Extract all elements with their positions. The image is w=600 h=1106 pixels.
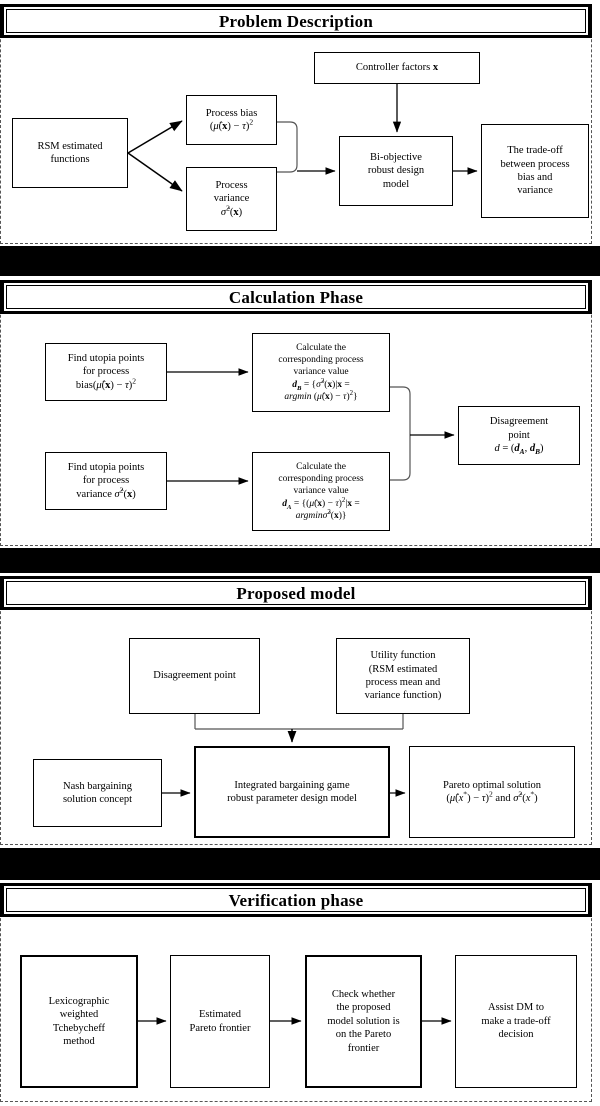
node-estimated-pareto-frontier[interactable]: Estimated Pareto frontier <box>170 955 270 1088</box>
node-formula-utopia-variance: variance σ̂2(x) <box>76 485 136 500</box>
section-title-bar-proposed-model: Proposed model <box>0 576 592 610</box>
section-title-verification-phase: Verification phase <box>228 890 364 910</box>
node-bi-objective-robust-design-model[interactable]: Bi-objective robust design model <box>339 136 453 206</box>
node-line: corresponding process <box>278 474 364 485</box>
node-line: Utility function <box>370 650 436 662</box>
node-line: for process <box>82 475 130 487</box>
node-formula-disagreement: d = (dA, dB) <box>494 443 544 457</box>
section-title-problem-description: Problem Description <box>218 11 374 31</box>
section-separator-band <box>0 246 600 276</box>
node-disagreement-point-calc[interactable]: Disagreement point d = (dA, dB) <box>458 406 580 465</box>
node-line: variance value <box>293 486 349 497</box>
node-line-controller: Controller factors x <box>355 62 439 74</box>
node-line: Estimated <box>199 1009 241 1021</box>
node-formula-da-2: argminσ̂2(x)} <box>295 508 347 521</box>
node-line: for process <box>82 366 130 378</box>
node-line: Disagreement <box>489 416 549 428</box>
node-line: Process bias <box>205 107 258 119</box>
section-separator-band <box>0 848 600 880</box>
node-line: frontier <box>347 1042 380 1054</box>
node-line: corresponding process <box>278 355 364 366</box>
node-trade-off[interactable]: The trade-off between process bias and v… <box>481 124 589 218</box>
node-line: process mean and <box>365 677 441 688</box>
node-disagreement-point[interactable]: Disagreement point <box>129 638 260 714</box>
node-process-variance[interactable]: Process variance σ̂2(x) <box>186 167 277 231</box>
node-line: Process <box>215 179 248 191</box>
node-line: make a trade-off <box>481 1015 551 1027</box>
node-line: weighted <box>59 1009 99 1021</box>
node-find-utopia-bias[interactable]: Find utopia points for process bias(μ̂(x… <box>45 343 167 401</box>
node-line: Lexicographic <box>48 995 110 1007</box>
section-title-calculation-phase: Calculation Phase <box>228 287 364 307</box>
node-line: functions <box>50 154 90 165</box>
node-nash-bargaining[interactable]: Nash bargaining solution concept <box>33 759 162 827</box>
node-line: on the Pareto <box>335 1029 392 1041</box>
node-line: method <box>63 1035 95 1047</box>
node-line: RSM estimated <box>37 140 103 152</box>
node-line: Nash bargaining <box>63 780 132 792</box>
node-line: Pareto optimal solution <box>443 779 541 791</box>
node-formula-utopia-bias: bias(μ̂(x) − τ)2 <box>75 376 137 391</box>
node-line: Tchebycheff <box>52 1022 106 1034</box>
node-check-pareto-frontier[interactable]: Check whether the proposed model solutio… <box>305 955 422 1088</box>
node-line: point <box>508 429 530 441</box>
section-title-bar-calculation-phase: Calculation Phase <box>0 280 592 314</box>
node-formula-db-1: dB = {σ̂2(x)|x = <box>292 377 350 392</box>
node-line: the proposed <box>336 1002 391 1014</box>
node-line: Disagreement point <box>153 670 236 682</box>
node-process-bias[interactable]: Process bias (μ̂(x) − τ)2 <box>186 95 277 145</box>
section-title-bar-verification-phase: Verification phase <box>0 883 592 917</box>
node-line: robust design <box>367 165 425 177</box>
node-formula-pareto: (μ̂(x*) − τ)2 and σ̂2(x*) <box>446 789 538 804</box>
node-calculate-db[interactable]: Calculate the corresponding process vari… <box>252 333 390 412</box>
node-line: between process <box>500 158 570 170</box>
node-line: robust parameter design model <box>227 793 357 804</box>
node-line: Check whether <box>331 988 396 1000</box>
node-integrated-bargaining-model[interactable]: Integrated bargaining game robust parame… <box>194 746 390 838</box>
node-line: (RSM estimated <box>368 663 438 675</box>
node-lexicographic-method[interactable]: Lexicographic weighted Tchebycheff metho… <box>20 955 138 1088</box>
node-line: variance function) <box>364 690 442 702</box>
node-utility-function[interactable]: Utility function (RSM estimated process … <box>336 638 470 714</box>
node-line: decision <box>498 1029 534 1041</box>
node-line: Find utopia points <box>67 461 145 473</box>
section-separator-band <box>0 548 600 573</box>
node-formula-process-bias: (μ̂(x) − τ)2 <box>209 117 254 132</box>
node-calculate-da[interactable]: Calculate the corresponding process vari… <box>252 452 390 531</box>
node-rsm-estimated-functions[interactable]: RSM estimated functions <box>12 118 128 188</box>
node-line: Integrated bargaining game <box>234 779 350 791</box>
node-line: variance <box>213 193 250 205</box>
node-line: Calculate the <box>296 462 346 473</box>
node-line: solution concept <box>62 794 133 805</box>
node-pareto-optimal-solution[interactable]: Pareto optimal solution (μ̂(x*) − τ)2 an… <box>409 746 575 838</box>
node-line: variance <box>517 185 553 197</box>
node-formula-process-variance: σ̂2(x) <box>220 203 243 218</box>
node-line: The trade-off <box>507 145 563 157</box>
node-line: Calculate the <box>296 343 346 354</box>
node-line: model solution is <box>327 1015 400 1027</box>
node-assist-dm[interactable]: Assist DM to make a trade-off decision <box>455 955 577 1088</box>
node-line: bias and <box>517 172 553 183</box>
node-formula-db-2: argmin (μ̂(x) − τ)2} <box>284 389 358 402</box>
node-line: Pareto frontier <box>189 1022 251 1034</box>
node-line: variance value <box>293 367 349 378</box>
node-line: Find utopia points <box>67 352 145 364</box>
node-controller-factors[interactable]: Controller factors x <box>314 52 480 84</box>
node-line: Assist DM to <box>487 1002 544 1014</box>
section-title-bar-problem-description: Problem Description <box>0 4 592 38</box>
node-line: model <box>382 178 410 190</box>
node-formula-da-1: dA = {(μ̂(x) − τ)2|x = <box>282 496 360 511</box>
section-title-proposed-model: Proposed model <box>236 583 356 603</box>
node-find-utopia-variance[interactable]: Find utopia points for process variance … <box>45 452 167 510</box>
node-line: Bi-objective <box>370 151 422 163</box>
